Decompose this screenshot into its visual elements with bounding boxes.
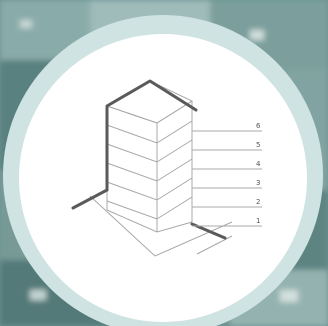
floor-label-1: 1 <box>256 217 260 225</box>
building-floors <box>107 81 192 232</box>
floor-labels: 6 5 4 3 2 1 <box>256 122 261 225</box>
floor-label-3: 3 <box>256 179 260 187</box>
floor-label-4: 4 <box>256 160 261 168</box>
floor-leader-lines <box>192 131 262 226</box>
floor-label-2: 2 <box>256 198 260 206</box>
floor-label-5: 5 <box>256 141 260 149</box>
floor-label-6: 6 <box>256 122 261 130</box>
